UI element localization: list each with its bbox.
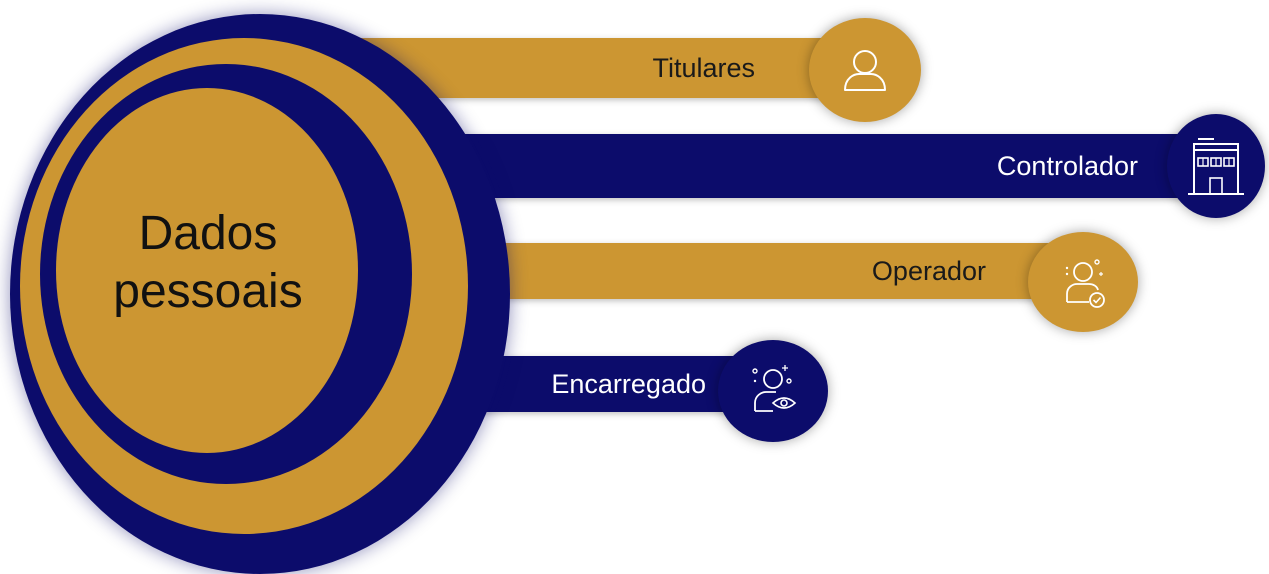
center-title: Dados pessoais: [58, 205, 358, 321]
branch-label-encarregado: Encarregado: [551, 368, 706, 399]
badge-operador: [1028, 232, 1138, 332]
badge-titulares: [809, 18, 921, 122]
user-eye-icon: [752, 365, 797, 412]
center-title-line1: Dados: [138, 207, 278, 260]
center-title-line2: pessoais: [113, 265, 303, 318]
branch-label-controlador: Controlador: [996, 150, 1138, 181]
user-check-icon: [1065, 259, 1105, 308]
branch-label-titulares: Titulares: [652, 52, 755, 83]
branch-bar-controlador: Controlador: [350, 134, 1200, 198]
branch-label-operador: Operador: [871, 255, 986, 286]
badge-controlador: [1167, 114, 1265, 218]
badge-encarregado: [718, 340, 828, 442]
center-circle: [56, 88, 358, 453]
building-icon: [1188, 138, 1244, 195]
user-icon: [844, 50, 886, 91]
